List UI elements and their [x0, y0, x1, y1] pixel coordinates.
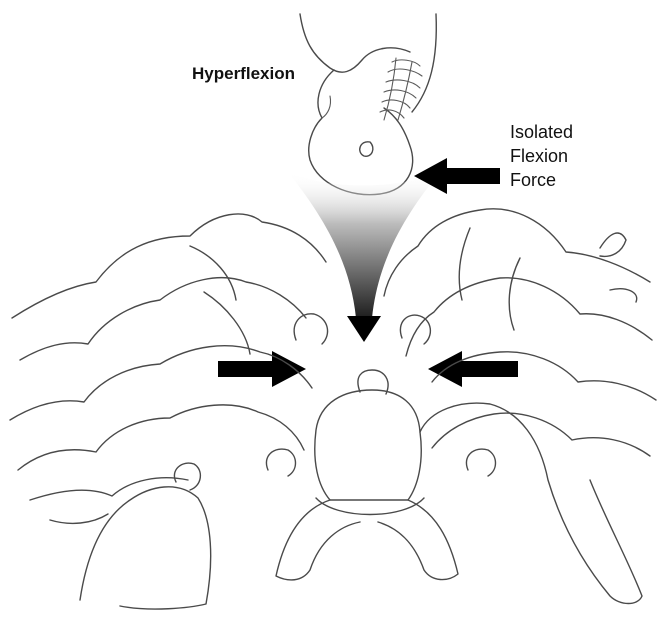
left-head-small: [174, 463, 200, 490]
left-hooker-head: [294, 314, 327, 344]
center-player-legs: [276, 500, 458, 580]
left-lock: [10, 346, 312, 420]
left-leg-set: [30, 478, 188, 524]
ear-outline: [360, 142, 373, 156]
downward-force-arrow: [347, 316, 381, 342]
annotation-line-2: Flexion: [510, 144, 573, 168]
left-compression-arrow: [218, 351, 306, 387]
left-flanker: [20, 278, 306, 360]
left-back-player: [12, 214, 326, 318]
force-funnel: [288, 172, 440, 318]
head-outline: [309, 70, 413, 195]
face-profile: [322, 96, 331, 118]
cervical-spine-icon: [380, 58, 422, 120]
center-player-torso: [315, 390, 421, 500]
lower-right-head: [466, 449, 495, 476]
annotation-line-1: Isolated: [510, 120, 573, 144]
back-of-neck-line: [300, 14, 410, 72]
right-kneeling-player: [420, 403, 642, 603]
rugby-scrum-players: [10, 209, 656, 609]
right-hooker-head: [400, 315, 430, 344]
annotation-line-3: Force: [510, 168, 573, 192]
diagram-title: Hyperflexion: [192, 64, 295, 84]
head-spine-illustration: [300, 14, 436, 195]
right-arm-bind: [459, 228, 520, 330]
left-prop: [18, 405, 304, 470]
left-arm-bind: [190, 246, 250, 354]
right-back-player: [384, 209, 650, 296]
right-leg-set: [600, 233, 637, 302]
left-kneeling-player: [80, 487, 211, 609]
force-annotation: Isolated Flexion Force: [510, 120, 573, 192]
right-prop: [432, 413, 650, 456]
lower-left-head: [266, 449, 295, 476]
